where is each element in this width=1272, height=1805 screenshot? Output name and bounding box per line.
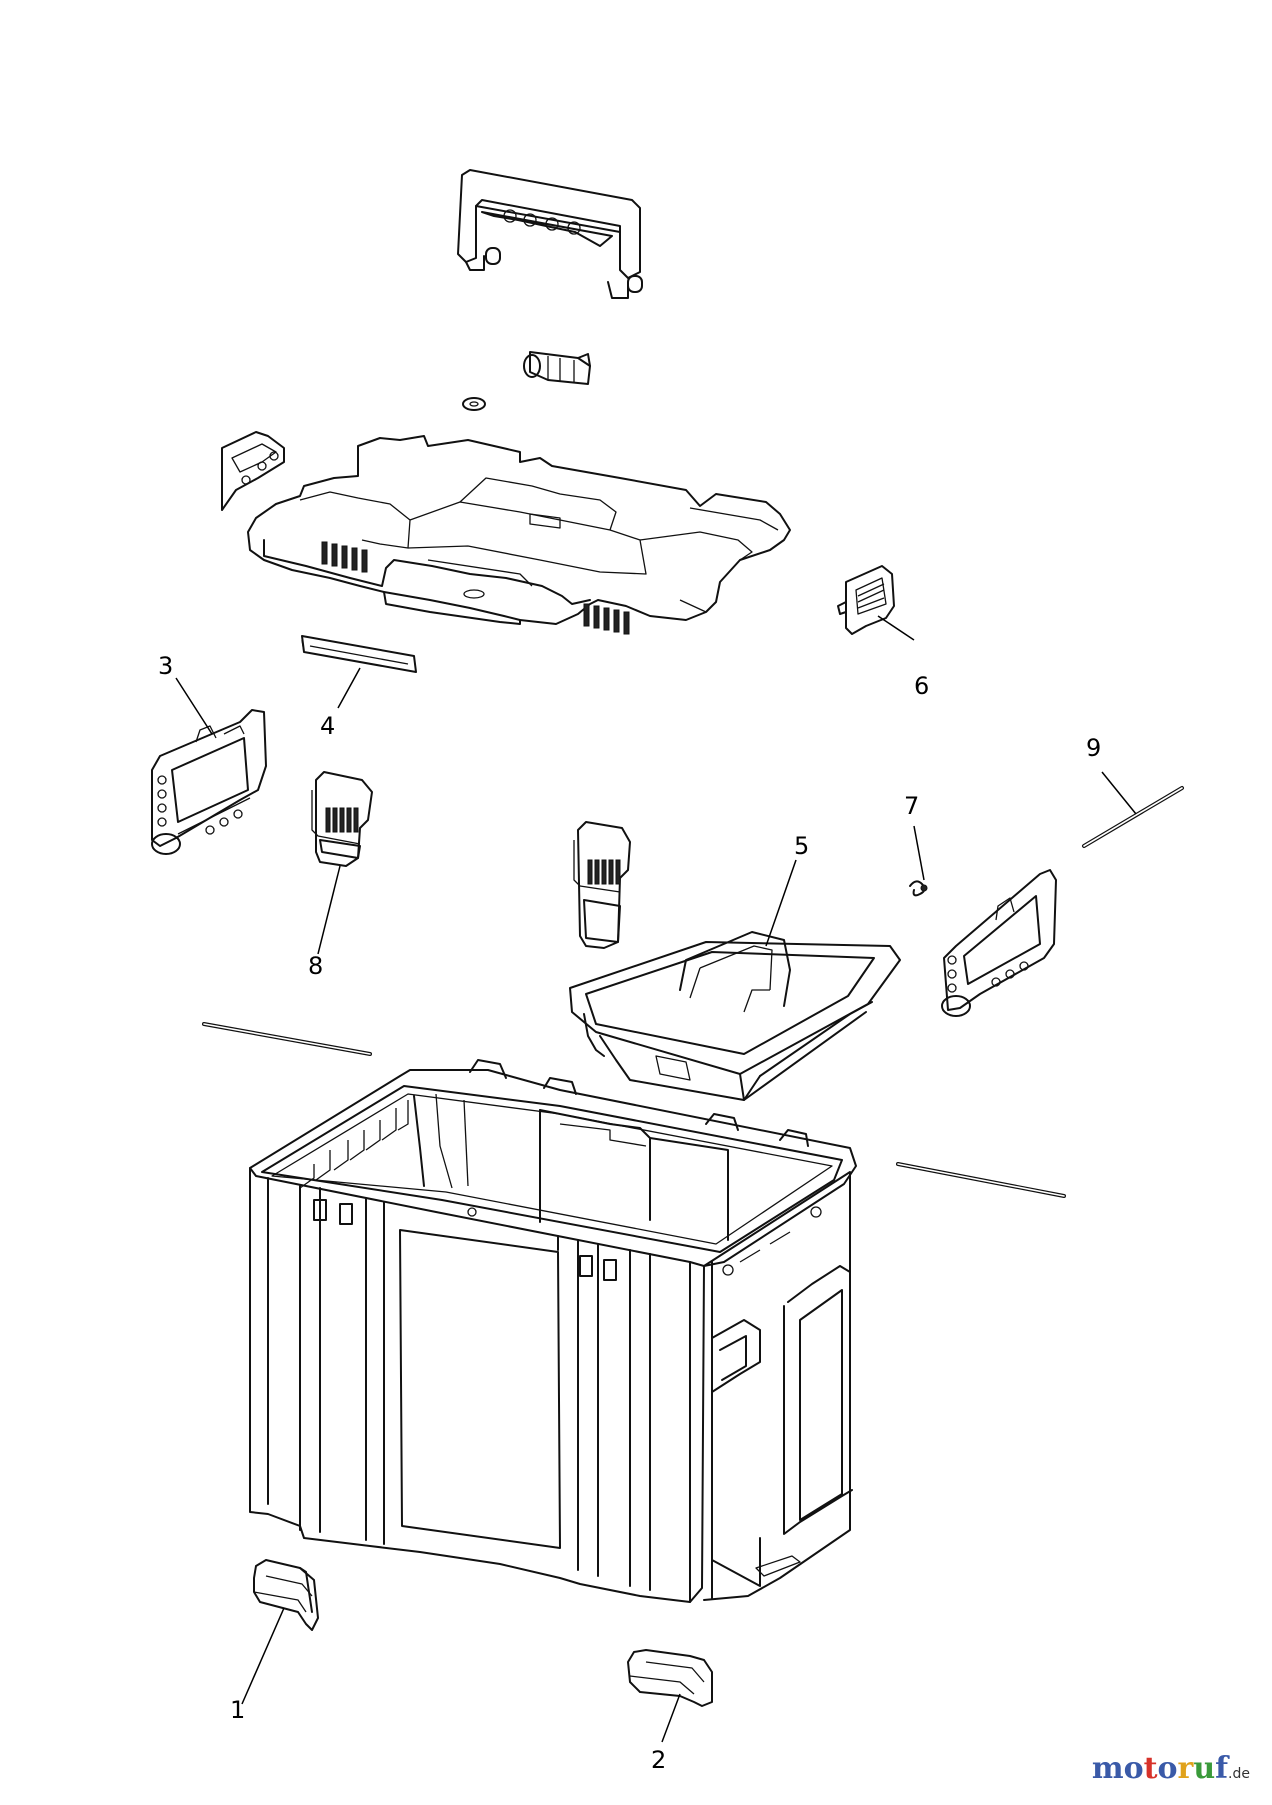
top-carry-handle [457,169,643,299]
watermark-suffix: .de [1228,1766,1250,1782]
watermark-logo: motoruf.de [1092,1751,1250,1786]
axle-rod-top-right [1082,786,1184,848]
watermark-letter: t [1143,1751,1158,1786]
watermark-letter: u [1193,1751,1216,1786]
callout-5: 5 [794,832,809,860]
foot-left [253,1559,319,1631]
callout-labels: 1 2 3 4 5 6 7 8 9 [158,652,1101,1774]
callout-6: 6 [914,672,929,700]
watermark-letter: r [1177,1751,1194,1786]
watermark-letter: o [1123,1751,1144,1786]
right-side-handle [941,869,1057,1017]
tote-tray [569,931,901,1101]
label-strip [301,635,417,673]
lid-grip-ribs-left [321,541,368,573]
callout-2: 2 [651,1746,666,1774]
callout-1: 1 [230,1696,245,1724]
interior-ribs [299,1100,409,1189]
callout-3: 3 [158,652,173,680]
callout-4: 4 [320,712,335,740]
foot-right [627,1649,713,1707]
leader-lines [175,615,1137,1743]
watermark-letter: m [1091,1751,1124,1786]
axle-rod-left [202,1022,372,1056]
watermark-letter: o [1157,1751,1178,1786]
washer [462,397,486,411]
right-side-latch [837,565,895,635]
front-latch-right [573,821,631,949]
watermark-letter: f [1215,1751,1229,1786]
callout-9: 9 [1086,734,1101,762]
lid-grip-ribs-right [583,603,630,635]
lid [247,435,791,635]
spring-clip [909,880,928,897]
callout-7: 7 [904,792,919,820]
main-box [249,1059,857,1603]
left-hinge-bracket [221,431,285,511]
axle-rod-right [896,1162,1066,1198]
hinge-pin-assembly [523,351,591,385]
watermark-text: motoruf [1092,1751,1228,1786]
callout-8: 8 [308,952,323,980]
front-latch-left [311,771,373,867]
left-side-handle [151,709,267,855]
